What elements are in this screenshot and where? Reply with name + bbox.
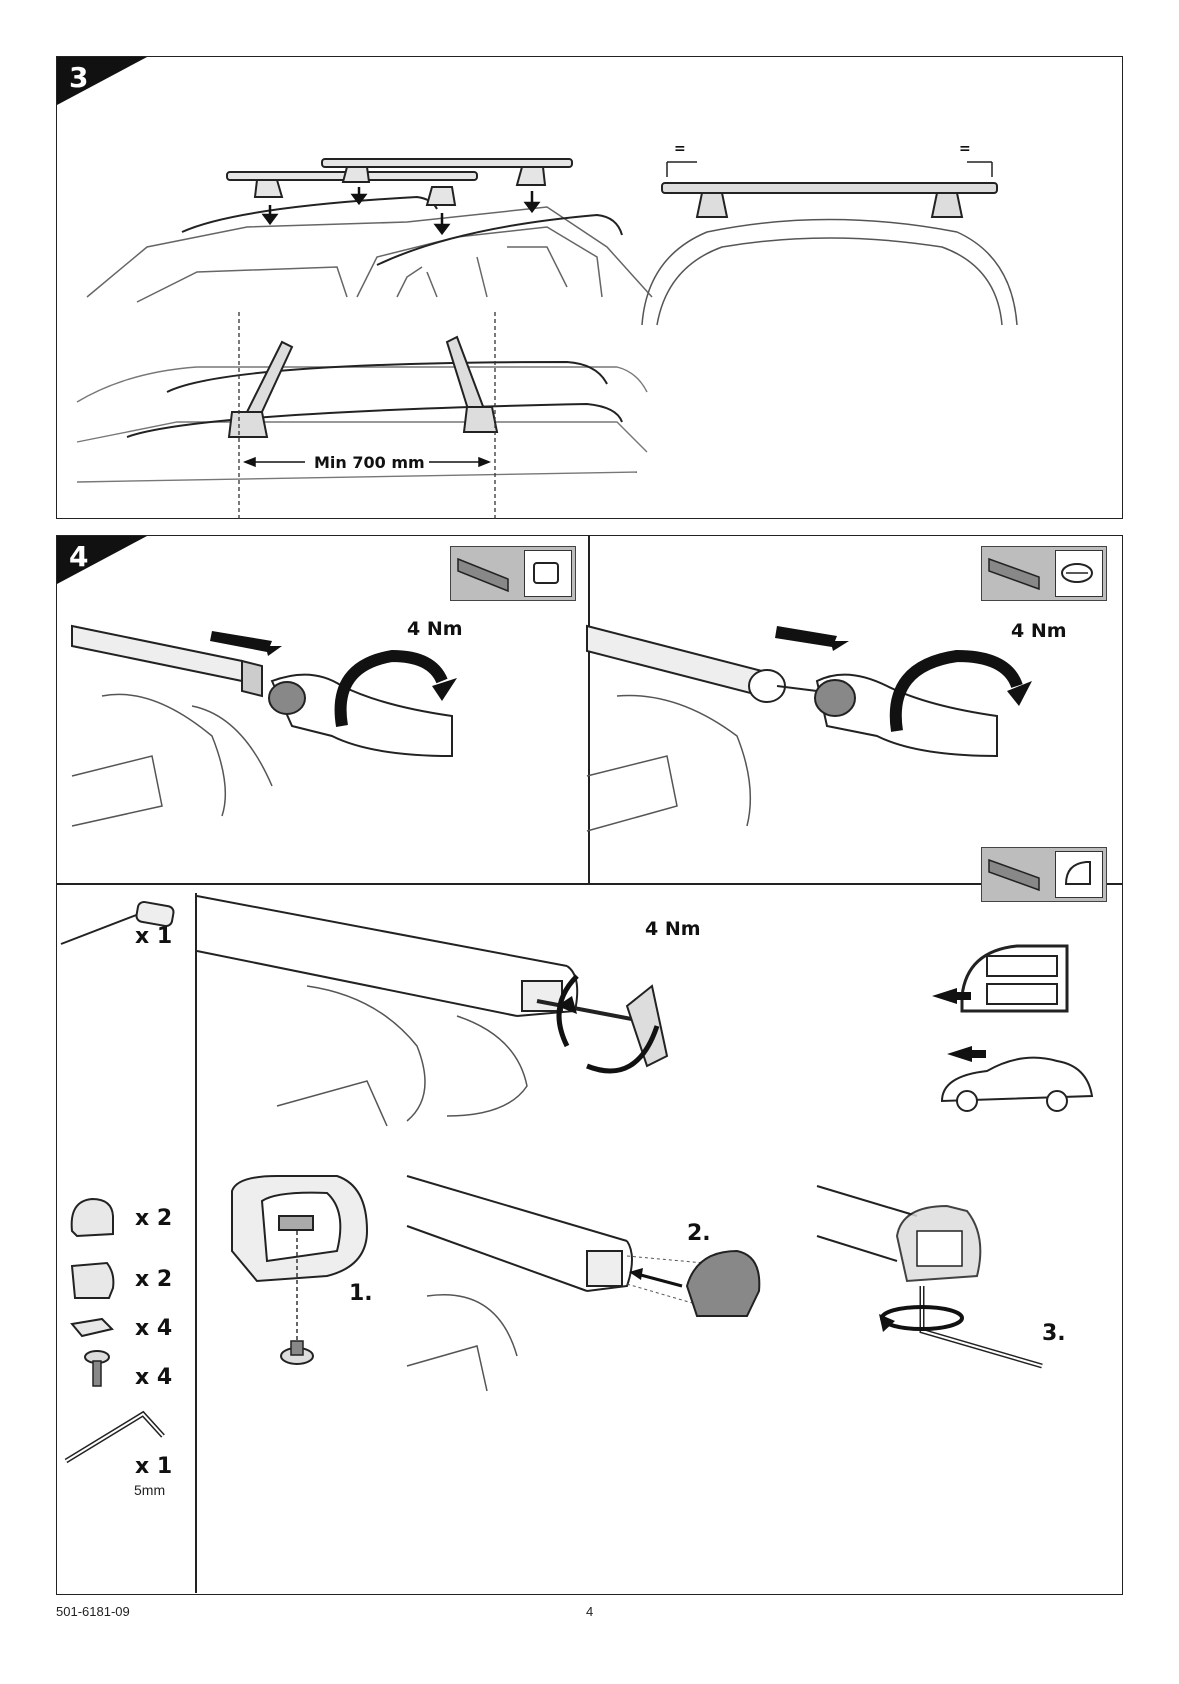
substep-1-label: 1. xyxy=(349,1281,373,1306)
document-code: 501-6181-09 xyxy=(56,1604,130,1619)
min-distance-label: Min 700 mm xyxy=(314,453,425,472)
aero-profile-icon xyxy=(1056,551,1098,596)
torque-left-label: 4 Nm xyxy=(407,618,463,640)
screw-icon xyxy=(82,1349,112,1394)
parts-qty-screw: x 4 xyxy=(135,1365,172,1390)
parts-qty-t-nut: x 4 xyxy=(135,1316,172,1341)
profile-direction-diagram xyxy=(927,936,1107,1126)
square-bar-tightening-illustration xyxy=(72,586,552,866)
tslot-bar-tightening-illustration xyxy=(197,896,717,1156)
step-4-number: 4 xyxy=(69,540,88,573)
equal-sign-right: = xyxy=(959,141,971,157)
parts-qty-allen-key: x 1 xyxy=(135,1454,172,1479)
step-3-panel: 3 xyxy=(56,56,1123,519)
substep-2-label: 2. xyxy=(687,1221,711,1246)
allen-key-size: 5mm xyxy=(134,1482,165,1498)
parts-qty-t-key: x 1 xyxy=(135,924,172,949)
equal-sign-left: = xyxy=(674,141,686,157)
substep-3-illustration xyxy=(817,1186,1057,1416)
substep-3-label: 3. xyxy=(1042,1321,1066,1346)
step-4-panel: 4 xyxy=(56,535,1123,1595)
page-number: 4 xyxy=(586,1604,593,1619)
torque-tbar-label: 4 Nm xyxy=(645,918,701,940)
end-cap-square-icon xyxy=(67,1258,117,1303)
substep-2-illustration xyxy=(407,1176,787,1396)
front-view-illustration xyxy=(637,137,1027,327)
car-roof-bars-illustration xyxy=(77,87,717,347)
torque-right-label: 4 Nm xyxy=(1011,620,1067,642)
parts-qty-round-cap: x 2 xyxy=(135,1206,172,1231)
t-nut-icon xyxy=(67,1314,117,1344)
parts-qty-square-cap: x 2 xyxy=(135,1267,172,1292)
aero-bar-icon xyxy=(984,549,1054,599)
end-cap-round-icon xyxy=(67,1196,117,1241)
horizontal-divider xyxy=(57,883,1122,885)
side-view-illustration xyxy=(77,312,657,532)
profile-aero-box xyxy=(981,546,1107,601)
